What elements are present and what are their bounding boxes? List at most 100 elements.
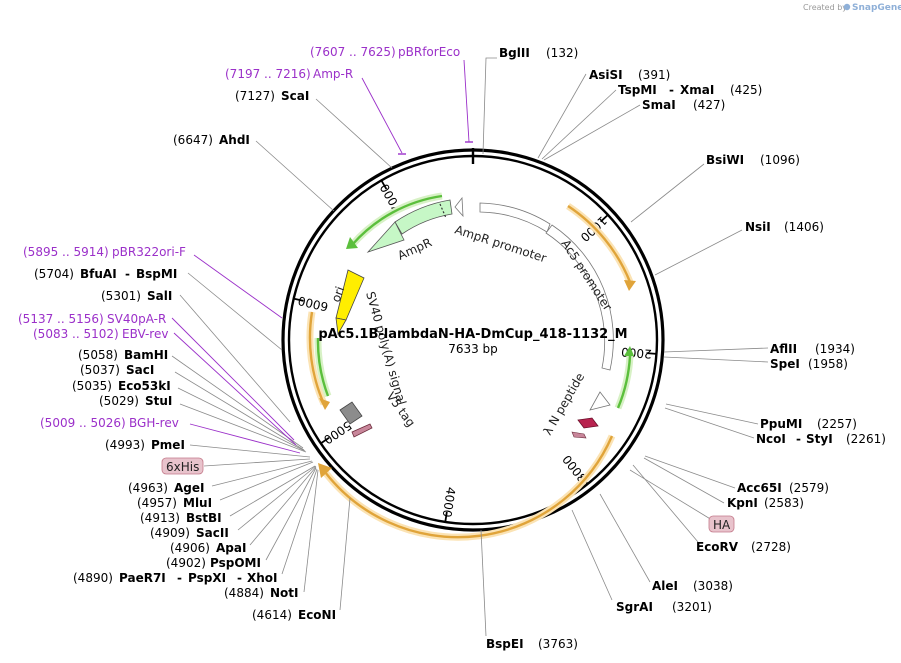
site-paer7i-dash1: - [177, 571, 182, 585]
site-bstbi[interactable]: BstBI [186, 511, 222, 525]
primer-bgh-rev[interactable]: BGH-rev [129, 416, 179, 430]
site-bsiwi[interactable]: BsiWI [706, 153, 744, 167]
site-sali[interactable]: SalI [147, 289, 172, 303]
site-sacii[interactable]: SacII [196, 526, 229, 540]
site-alei-pos: (3038) [693, 579, 733, 593]
ampr-cds-marker [439, 203, 447, 219]
tick-mark [293, 297, 304, 302]
site-bstbi-pos: (4913) [140, 511, 180, 525]
orf-arc-left-head-icon [319, 398, 330, 410]
feature-label-lambda-n: λ N peptide [540, 370, 587, 437]
leader-bfuai [187, 272, 283, 351]
ac5-promoter-head-icon [589, 391, 611, 411]
site-bamhi[interactable]: BamHI [124, 348, 168, 362]
leader-pbrforeco [463, 59, 470, 143]
site-kpni[interactable]: KpnI [727, 496, 758, 510]
tag-6xhis[interactable]: 6xHis [166, 460, 199, 474]
site-ppumi-pos: (2257) [817, 417, 857, 431]
tick-mark [646, 352, 657, 355]
plasmid-length: 7633 bp [448, 342, 498, 356]
site-stui-pos: (5029) [99, 394, 139, 408]
tick-label: 2000 [621, 345, 653, 361]
site-apai-pos: (4906) [170, 541, 210, 555]
site-acc65i[interactable]: Acc65I [737, 481, 782, 495]
site-bspei[interactable]: BspEI [486, 637, 524, 651]
site-styi[interactable]: StyI [806, 432, 833, 446]
snapgene-credit: Created by SnapGene [803, 3, 901, 13]
site-pspomi[interactable]: PspOMI [210, 556, 261, 570]
site-stui[interactable]: StuI [145, 394, 172, 408]
site-bglii[interactable]: BglII [499, 46, 530, 60]
primer-amp-r-range: (7197 .. 7216) [225, 67, 311, 81]
site-ecorv-pos: (2728) [751, 540, 791, 554]
site-pspxi[interactable]: PspXI [188, 571, 226, 585]
site-agei[interactable]: AgeI [174, 481, 204, 495]
site-sacii-pos: (4909) [150, 526, 190, 540]
leader-amp-r [361, 77, 403, 154]
leader-saci [174, 371, 305, 451]
site-mlui-pos: (4957) [137, 496, 177, 510]
site-paer7i[interactable]: PaeR7I [119, 571, 166, 585]
v5-tag-shape [351, 423, 373, 438]
orf-arc-left [308, 311, 326, 405]
primer-ebv-rev-range: (5083 .. 5102) [33, 327, 119, 341]
primer-sv40pa-r[interactable]: SV40pA-R [107, 312, 166, 326]
primer-ebv-rev[interactable]: EBV-rev [122, 327, 168, 341]
site-pmei-pos: (4993) [105, 438, 145, 452]
primer-pbrforeco[interactable]: pBRforEco [398, 45, 460, 59]
leader-spei [663, 356, 769, 363]
site-xmai[interactable]: XmaI [680, 83, 714, 97]
site-ecorv[interactable]: EcoRV [696, 540, 739, 554]
site-kpni-pos: (2583) [764, 496, 804, 510]
site-xhoi[interactable]: XhoI [247, 571, 278, 585]
site-pmei[interactable]: PmeI [151, 438, 185, 452]
site-nsii-pos: (1406) [784, 220, 824, 234]
feature-label-ampr-promoter: AmpR promoter [453, 223, 548, 266]
primer-amp-r[interactable]: Amp-R [313, 67, 353, 81]
site-sgrai[interactable]: SgrAI [616, 600, 653, 614]
primer-sv40pa-r-range: (5137 .. 5156) [18, 312, 104, 326]
site-ncoi[interactable]: NcoI [756, 432, 786, 446]
site-bspmi[interactable]: BspMI [136, 267, 177, 281]
site-eco53ki[interactable]: Eco53kI [118, 379, 171, 393]
leader-bgh-rev [189, 423, 301, 454]
site-bfuai[interactable]: BfuAI [80, 267, 117, 281]
site-ncoi-pos: (2261) [846, 432, 886, 446]
leader-paer7i [281, 468, 318, 575]
site-saci[interactable]: SacI [126, 363, 154, 377]
site-eco53ki-pos: (5035) [72, 379, 112, 393]
tick-mark [599, 214, 609, 223]
ac5-promoter-shape [545, 224, 614, 371]
tick-label: 6000 [297, 293, 330, 314]
leader-tspmi [541, 89, 617, 160]
site-smai[interactable]: SmaI [642, 98, 676, 112]
site-alei[interactable]: AleI [652, 579, 678, 593]
leader-alei [599, 493, 651, 583]
site-nsii[interactable]: NsiI [745, 220, 771, 234]
leader-agei [211, 460, 313, 487]
site-ahdi[interactable]: AhdI [219, 133, 250, 147]
ampr-promoter-shape [479, 202, 551, 233]
site-mlui[interactable]: MluI [183, 496, 212, 510]
leader-eco53ki [177, 387, 306, 452]
site-tspmi[interactable]: TspMI [618, 83, 657, 97]
leader-ahdi [255, 140, 335, 212]
tag-ha[interactable]: HA [713, 518, 731, 532]
primer-pbr322ori-f[interactable]: pBR322ori-F [112, 245, 186, 259]
leader-ecorv [632, 464, 699, 543]
site-aflii[interactable]: AflII [770, 342, 797, 356]
site-econi[interactable]: EcoNI [298, 608, 336, 622]
feature-arcs [306, 192, 636, 541]
ampr-cds-head-icon [366, 221, 405, 253]
site-asisi[interactable]: AsiSI [589, 68, 623, 82]
site-apai[interactable]: ApaI [216, 541, 246, 555]
site-ppumi[interactable]: PpuMI [760, 417, 802, 431]
site-scai[interactable]: ScaI [281, 89, 309, 103]
inner-features [335, 196, 614, 439]
site-acc65i-pos: (2579) [789, 481, 829, 495]
site-spei-pos: (1958) [808, 357, 848, 371]
site-spei[interactable]: SpeI [770, 357, 800, 371]
site-noti[interactable]: NotI [270, 586, 299, 600]
orf-arc-main [324, 435, 614, 539]
leader-sali [179, 294, 291, 423]
